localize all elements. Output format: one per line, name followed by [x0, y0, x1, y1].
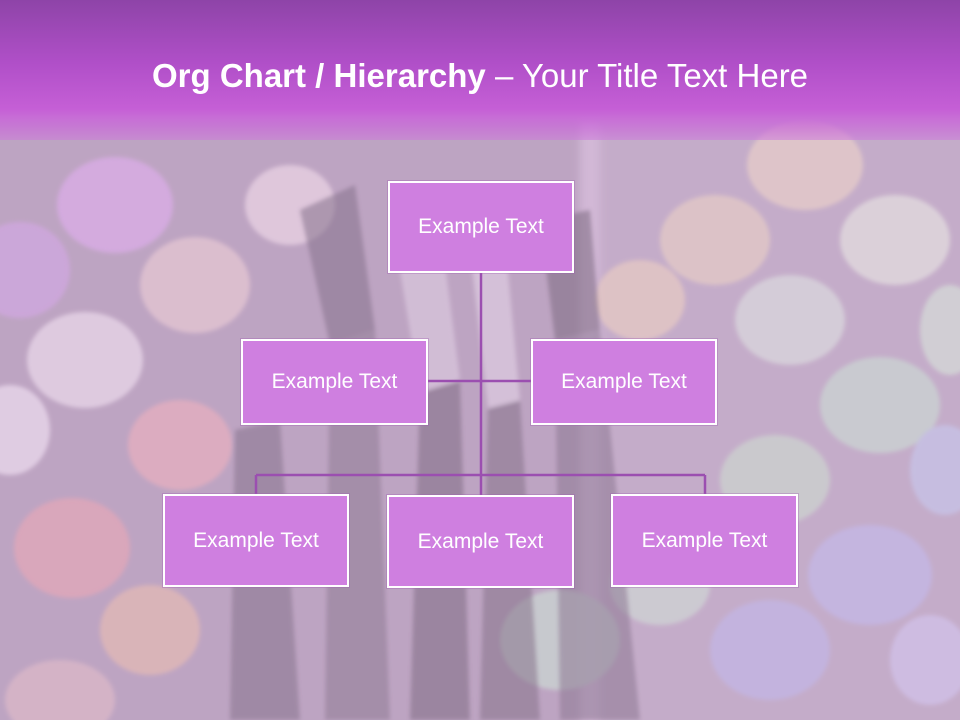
org-box-assistant-left[interactable]: Example Text	[241, 339, 428, 425]
org-box-subordinate-right-label: Example Text	[641, 528, 768, 552]
org-box-subordinate-left[interactable]: Example Text	[163, 494, 349, 587]
org-box-assistant-right[interactable]: Example Text	[531, 339, 717, 425]
title-dash: –	[485, 57, 522, 94]
title-bold-part: Org Chart / Hierarchy	[152, 57, 486, 94]
title-band	[0, 0, 960, 140]
slide-title: Org Chart / Hierarchy – Your Title Text …	[152, 54, 912, 98]
org-box-subordinate-right[interactable]: Example Text	[611, 494, 798, 587]
title-light-part: Your Title Text Here	[521, 57, 809, 94]
org-box-subordinate-center-label: Example Text	[417, 529, 544, 553]
org-box-assistant-right-label: Example Text	[561, 370, 687, 393]
org-box-top-label: Example Text	[418, 215, 544, 238]
org-box-top[interactable]: Example Text	[388, 181, 574, 273]
org-box-assistant-left-label: Example Text	[271, 370, 398, 393]
org-box-subordinate-center[interactable]: Example Text	[387, 495, 574, 588]
org-box-subordinate-left-label: Example Text	[193, 528, 319, 552]
